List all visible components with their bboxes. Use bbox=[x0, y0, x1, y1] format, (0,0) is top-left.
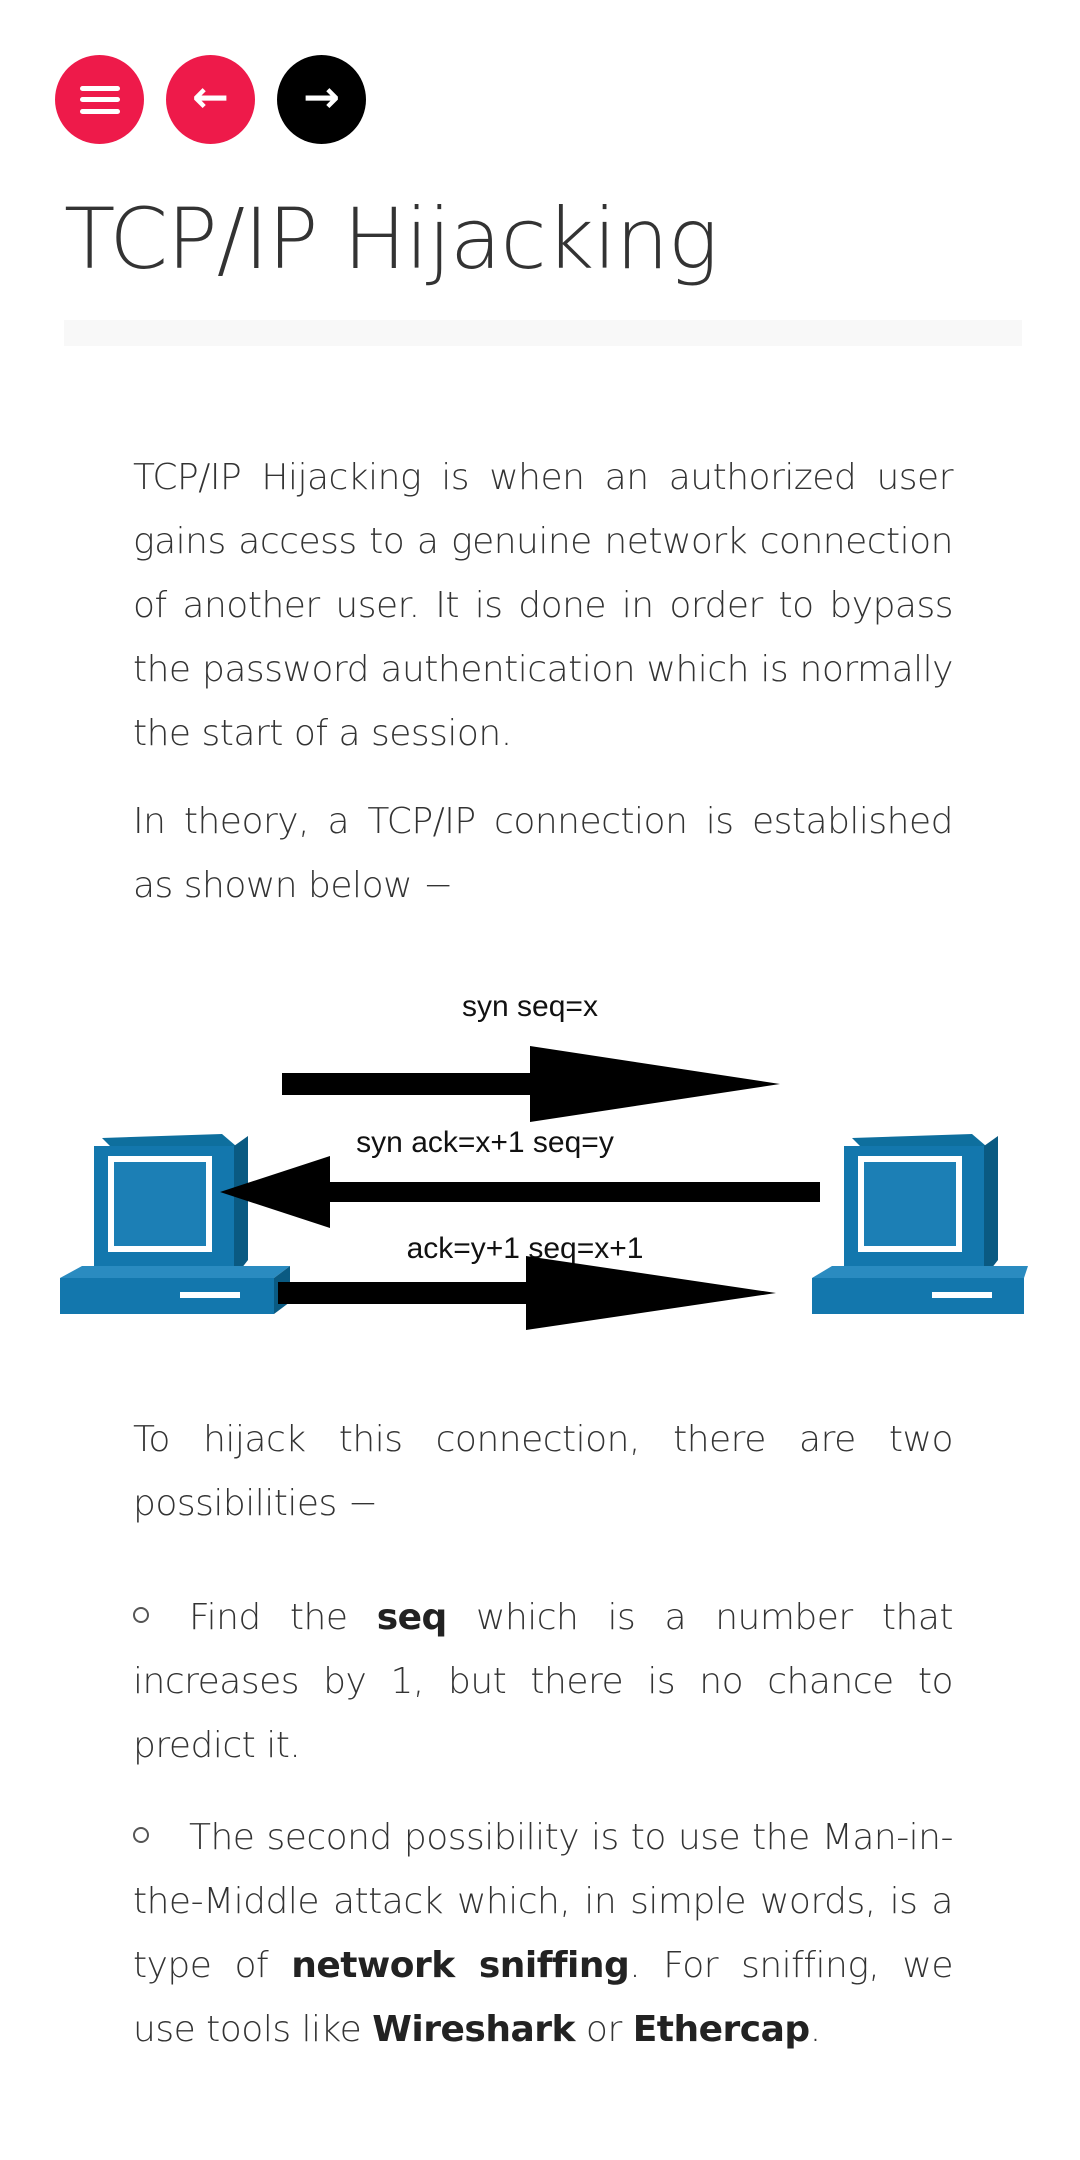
title-divider bbox=[64, 320, 1022, 346]
syn-ack-label: syn ack=x+1 seq=y bbox=[356, 1126, 614, 1159]
next-page-button[interactable]: → bbox=[277, 55, 366, 144]
menu-button[interactable] bbox=[55, 55, 144, 144]
arrow-left-icon: ← bbox=[192, 71, 229, 123]
arrow-right-icon: → bbox=[303, 71, 340, 123]
wireshark-term: Wireshark bbox=[372, 2009, 575, 2050]
intro-paragraph: TCP/IP Hijacking is when an authorized u… bbox=[133, 457, 954, 754]
previous-page-button[interactable]: ← bbox=[166, 55, 255, 144]
hamburger-icon bbox=[79, 85, 120, 114]
theory-paragraph: In theory, a TCP/IP connection is establ… bbox=[133, 801, 954, 906]
top-navigation: ← → bbox=[55, 55, 366, 144]
syn-label: syn seq=x bbox=[462, 990, 598, 1023]
computer-icon bbox=[812, 1134, 1028, 1314]
bullet-circle-icon bbox=[133, 1827, 149, 1843]
hijack-paragraph: To hijack this connection, there are two… bbox=[133, 1419, 954, 1524]
computer-icon bbox=[60, 1134, 290, 1314]
page-title: TCP/IP Hijacking bbox=[64, 190, 718, 288]
list-item: Find the seq which is a number that incr… bbox=[133, 1597, 954, 1766]
seq-term: seq bbox=[376, 1597, 448, 1638]
list-item: The second possibility is to use the Man… bbox=[133, 1817, 954, 2050]
ethercap-term: Ethercap bbox=[632, 2009, 811, 2050]
bullet-circle-icon bbox=[133, 1607, 149, 1623]
possibilities-list: Find the seq which is a number that incr… bbox=[133, 1586, 954, 2090]
ack-label: ack=y+1 seq=x+1 bbox=[407, 1232, 644, 1265]
tcp-handshake-diagram: syn seq=x syn ack=x+1 seq=y ack=y+1 seq=… bbox=[60, 990, 1028, 1330]
network-sniffing-term: network sniffing bbox=[291, 1945, 630, 1986]
